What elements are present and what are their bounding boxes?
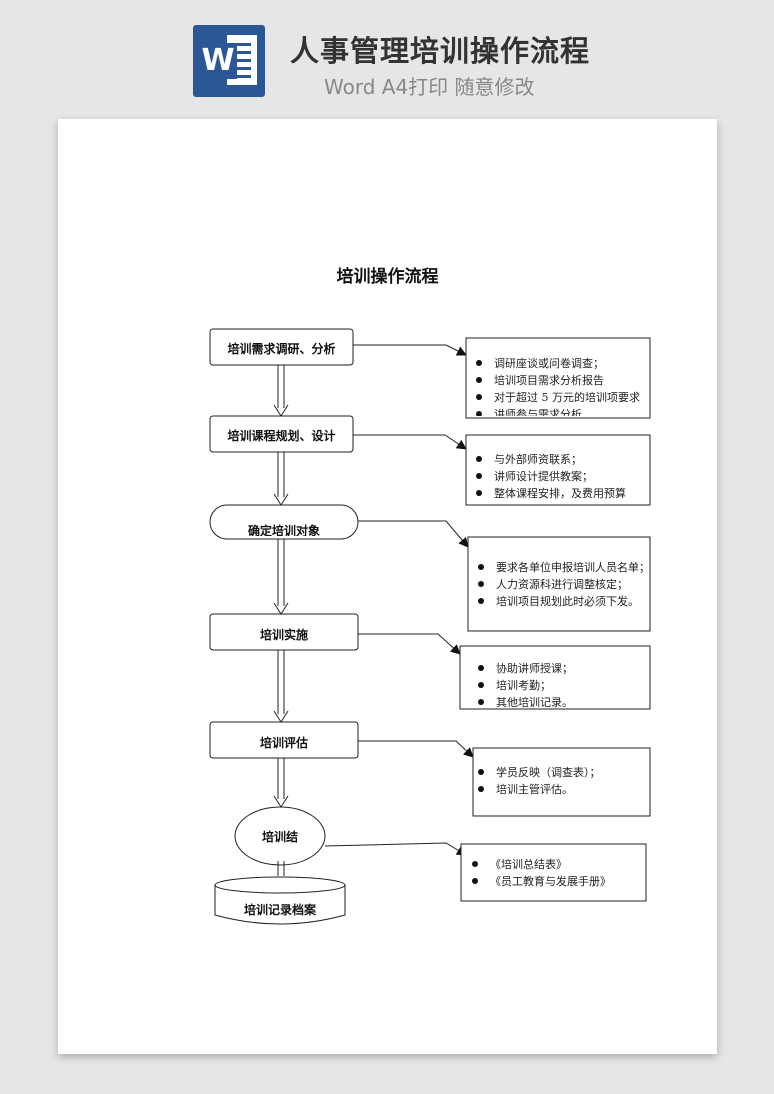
note-list-3: 要求各单位申报培训人员名单； 人力资源科进行调整核定； 培训项目规划此时必须下发… <box>472 559 648 629</box>
document-title: 培训操作流程 <box>336 267 439 287</box>
note-box-4 <box>459 645 651 710</box>
list-item: 整体课程安排，及费用预算 <box>470 485 648 502</box>
note-list-2: 与外部师资联系； 讲师设计提供教案； 整体课程安排，及费用预算 <box>470 451 648 503</box>
step-label: 培训记录档案 <box>243 903 316 917</box>
step-label: 培训实施 <box>259 628 308 642</box>
note-box-2 <box>465 434 651 506</box>
note-box-1 <box>465 337 651 419</box>
list-item: 人力资源科进行调整核定； <box>472 576 648 593</box>
step-label: 确定培训对象 <box>247 524 320 536</box>
list-item: 培训考勤； <box>472 677 648 694</box>
step-label: 培训评估 <box>259 736 308 750</box>
list-item: 培训项目规划此时必须下发。 <box>472 593 648 610</box>
note-list-4: 协助讲师授课； 培训考勤； 其他培训记录。 <box>472 660 648 708</box>
note-list-6: 《培训总结表》 《员工教育与发展手册》 <box>466 856 644 900</box>
list-item: 与外部师资联系； <box>470 451 648 468</box>
list-item: 《培训总结表》 <box>466 856 644 873</box>
note-box-6 <box>460 843 647 902</box>
document-page: 培训操作流程 培训需求调研、分析 培训课程规划、设计 确定培训对象 培训实施 培… <box>58 119 717 1054</box>
list-item: 培训项目需求分析报告 <box>470 372 648 389</box>
list-item: 培训主管评估。 <box>472 781 648 798</box>
page-title: 人事管理培训操作流程 <box>290 34 591 68</box>
list-item: 要求各单位申报培训人员名单； <box>472 559 648 576</box>
header: W 人事管理培训操作流程 Word A4打印 随意修改 <box>0 0 774 110</box>
note-box-3 <box>467 536 651 632</box>
step-box-1 <box>209 328 354 366</box>
step-label: 培训结 <box>261 830 298 844</box>
list-item: 讲师参与需求分析 <box>470 406 648 416</box>
word-letter: W <box>199 43 237 79</box>
step-box-7 <box>214 885 346 925</box>
list-item: 调研座谈或问卷调查； <box>470 355 648 372</box>
note-list-5: 学员反映（调查表）； 培训主管评估。 <box>472 764 648 814</box>
list-item: 讲师设计提供教案； <box>470 468 648 485</box>
word-icon: W <box>193 25 265 97</box>
list-item: 协助讲师授课； <box>472 660 648 677</box>
list-item: 对于超过 5 万元的培训项要求 <box>470 389 648 406</box>
list-item: 《员工教育与发展手册》 <box>466 873 644 890</box>
page-subtitle: Word A4打印 随意修改 <box>324 75 535 99</box>
step-box-6 <box>234 806 326 866</box>
step-label: 培训课程规划、设计 <box>227 429 336 443</box>
step-label: 培训需求调研、分析 <box>227 342 336 356</box>
note-list-1: 调研座谈或问卷调查； 培训项目需求分析报告 对于超过 5 万元的培训项要求 讲师… <box>470 355 648 416</box>
flowchart-lines <box>209 328 651 925</box>
note-box-5 <box>472 747 651 817</box>
list-item: 学员反映（调查表）； <box>472 764 648 781</box>
list-item: 其他培训记录。 <box>472 694 648 708</box>
